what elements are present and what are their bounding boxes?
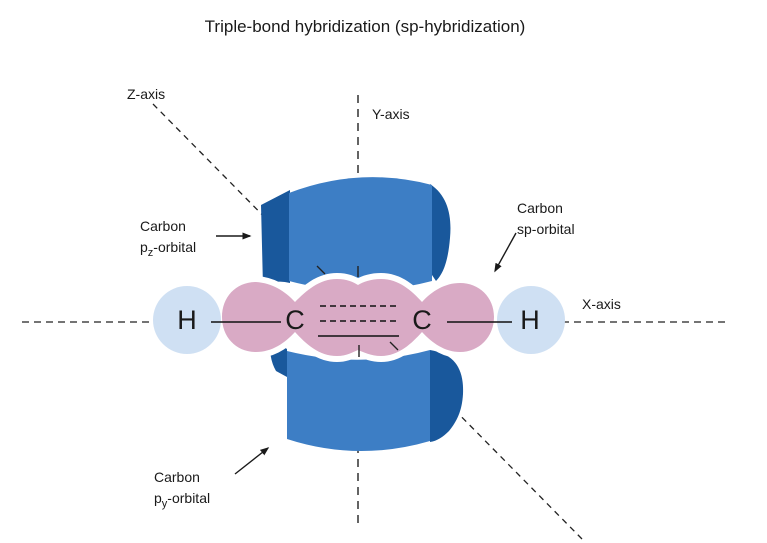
z-axis-gap-dash-bottom [389,341,399,351]
py-label-arrow [234,447,270,475]
hydrogen-orbital-left [153,286,221,354]
atom-h-right: H [520,304,540,335]
sp-orbital-lobes [222,279,494,356]
pz-orbital-label-line2: pz-orbital [140,239,197,259]
py-orbital-label-line1: Carbon [154,469,200,485]
y-axis-label: Y-axis [372,106,410,122]
pz-orbital-band-back-left [261,190,290,287]
sp-orbital-label-line2: sp-orbital [517,221,575,237]
py-orbital-band-front [287,350,430,452]
atom-c-left: C [285,304,305,335]
z-axis-gap-dash-top [316,265,326,275]
py-orbital-label: Carbon py-orbital [154,467,210,515]
pz-orbital-label: Carbon pz-orbital [140,216,196,264]
z-axis-line [152,103,583,540]
sp-orbital-label-line1: Carbon [517,200,563,216]
atom-h-left: H [177,304,197,335]
py-orbital-band-back-right [430,350,464,442]
pz-orbital-band-front [289,177,432,291]
atom-c-right: C [412,304,432,335]
z-axis-label: Z-axis [127,86,166,102]
pz-orbital-label-line1: Carbon [140,218,186,234]
hydrogen-orbital-right [497,286,565,354]
py-orbital-label-line2: py-orbital [154,490,211,510]
sp-orbital-label: Carbon sp-orbital [517,198,575,240]
diagram-title: Triple-bond hybridization (sp-hybridizat… [204,17,526,36]
pz-orbital-band-back-right [430,184,451,281]
sp-label-arrow [494,232,517,273]
x-axis-label: X-axis [582,296,621,312]
